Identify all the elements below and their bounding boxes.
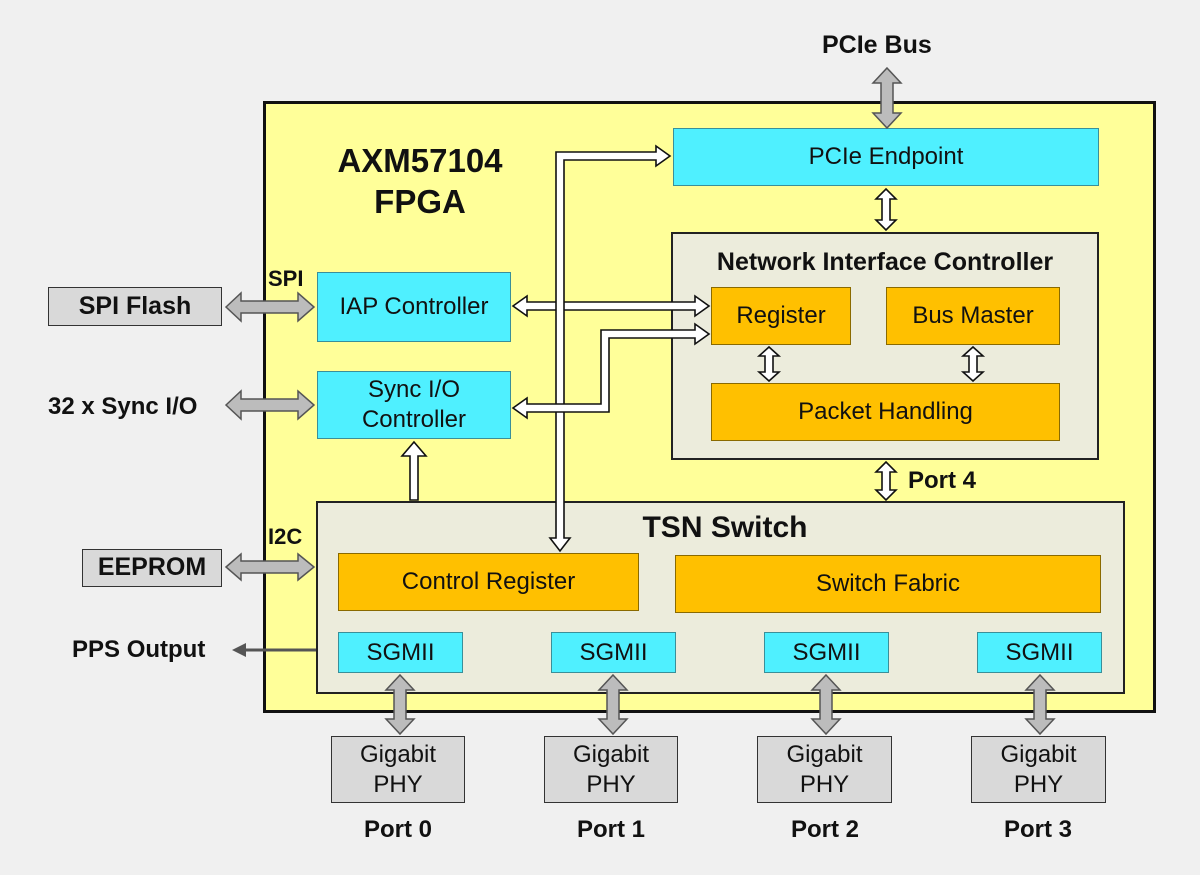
sync-io-controller-line1: Sync I/O (367, 376, 461, 403)
pcie-endpoint: PCIe Endpoint (673, 128, 1099, 186)
gigabit-phy-port1: Gigabit PHY (544, 736, 678, 803)
busmaster-packet-arrow (960, 345, 986, 383)
tsn-switch-title: TSN Switch (642, 511, 808, 544)
sgmii-port2: SGMII (764, 632, 889, 673)
fpga-title-line2: FPGA (374, 183, 466, 221)
sync-io-external-label: 32 x Sync I/O (48, 393, 198, 420)
sgmii-port3: SGMII (977, 632, 1102, 673)
register-packet-arrow (756, 345, 782, 383)
tsn-control-register-label: Control Register (401, 568, 576, 595)
sync-io-external-arrow (224, 389, 316, 421)
gigabit-phy-port3: Gigabit PHY (971, 736, 1106, 803)
nic-packet-handling-label: Packet Handling (798, 398, 973, 425)
phy1-line1: Gigabit (572, 740, 650, 768)
spi-flash-label: SPI Flash (78, 291, 192, 320)
iap-register-arrow (511, 294, 711, 318)
phy3-line2: PHY (1013, 770, 1064, 798)
pps-output-arrowhead (232, 643, 246, 657)
eeprom: EEPROM (82, 549, 222, 587)
spi-flash: SPI Flash (48, 287, 222, 326)
syncio-register-bus (511, 322, 711, 420)
iap-controller-label: IAP Controller (339, 293, 489, 320)
fpga-title: AXM57104 FPGA (300, 140, 540, 223)
port3-label: Port 3 (1003, 816, 1072, 843)
pps-output-label: PPS Output (72, 636, 206, 663)
phy2-arrow (810, 673, 842, 736)
nic-bus-master-label: Bus Master (912, 302, 1034, 329)
i2c-label: I2C (268, 524, 303, 549)
phy3-arrow (1024, 673, 1056, 736)
nic-packet-handling: Packet Handling (711, 383, 1060, 441)
sync-io-controller: Sync I/O Controller (317, 371, 511, 439)
phy2-line1: Gigabit (786, 740, 863, 768)
phy0-line2: PHY (373, 770, 423, 798)
iap-controller: IAP Controller (317, 272, 511, 342)
port4-label: Port 4 (908, 467, 977, 494)
port0-label: Port 0 (363, 816, 432, 843)
sgmii-port0-label: SGMII (366, 638, 435, 666)
port1-label: Port 1 (576, 816, 645, 843)
nic-title: Network Interface Controller (716, 248, 1054, 276)
phy2-line2: PHY (799, 770, 850, 798)
pcie-nic-arrow (874, 187, 898, 232)
phy3-line1: Gigabit (1000, 740, 1077, 768)
tsn-syncio-arrow (400, 440, 428, 501)
pcie-control-register-bus (548, 144, 672, 553)
fpga-title-line1: AXM57104 (337, 142, 503, 179)
sync-io-controller-line2: Controller (361, 406, 467, 433)
phy1-line2: PHY (586, 770, 636, 798)
port2-label: Port 2 (790, 816, 859, 843)
gigabit-phy-port2: Gigabit PHY (757, 736, 892, 803)
eeprom-label: EEPROM (97, 553, 207, 582)
spi-flash-arrow (224, 291, 316, 323)
pcie-bus-label: PCIe Bus (822, 31, 932, 59)
nic-bus-master: Bus Master (886, 287, 1060, 345)
port4-arrow (874, 460, 898, 502)
nic-register: Register (711, 287, 851, 345)
sgmii-port1-label: SGMII (579, 638, 648, 666)
phy0-arrow (384, 673, 416, 736)
phy1-arrow (597, 673, 629, 736)
sgmii-port2-label: SGMII (792, 638, 861, 666)
tsn-control-register: Control Register (338, 553, 639, 611)
phy0-line1: Gigabit (359, 740, 437, 768)
pcie-endpoint-label: PCIe Endpoint (808, 143, 964, 170)
pcie-bus-arrow (871, 66, 903, 130)
sgmii-port3-label: SGMII (1005, 638, 1074, 666)
eeprom-arrow (224, 552, 316, 582)
sgmii-port1: SGMII (551, 632, 676, 673)
spi-label: SPI (268, 266, 304, 291)
sgmii-port0: SGMII (338, 632, 463, 673)
tsn-switch-fabric: Switch Fabric (675, 555, 1101, 613)
gigabit-phy-port0: Gigabit PHY (331, 736, 465, 803)
nic-register-label: Register (736, 302, 826, 329)
tsn-switch-fabric-label: Switch Fabric (815, 570, 961, 597)
